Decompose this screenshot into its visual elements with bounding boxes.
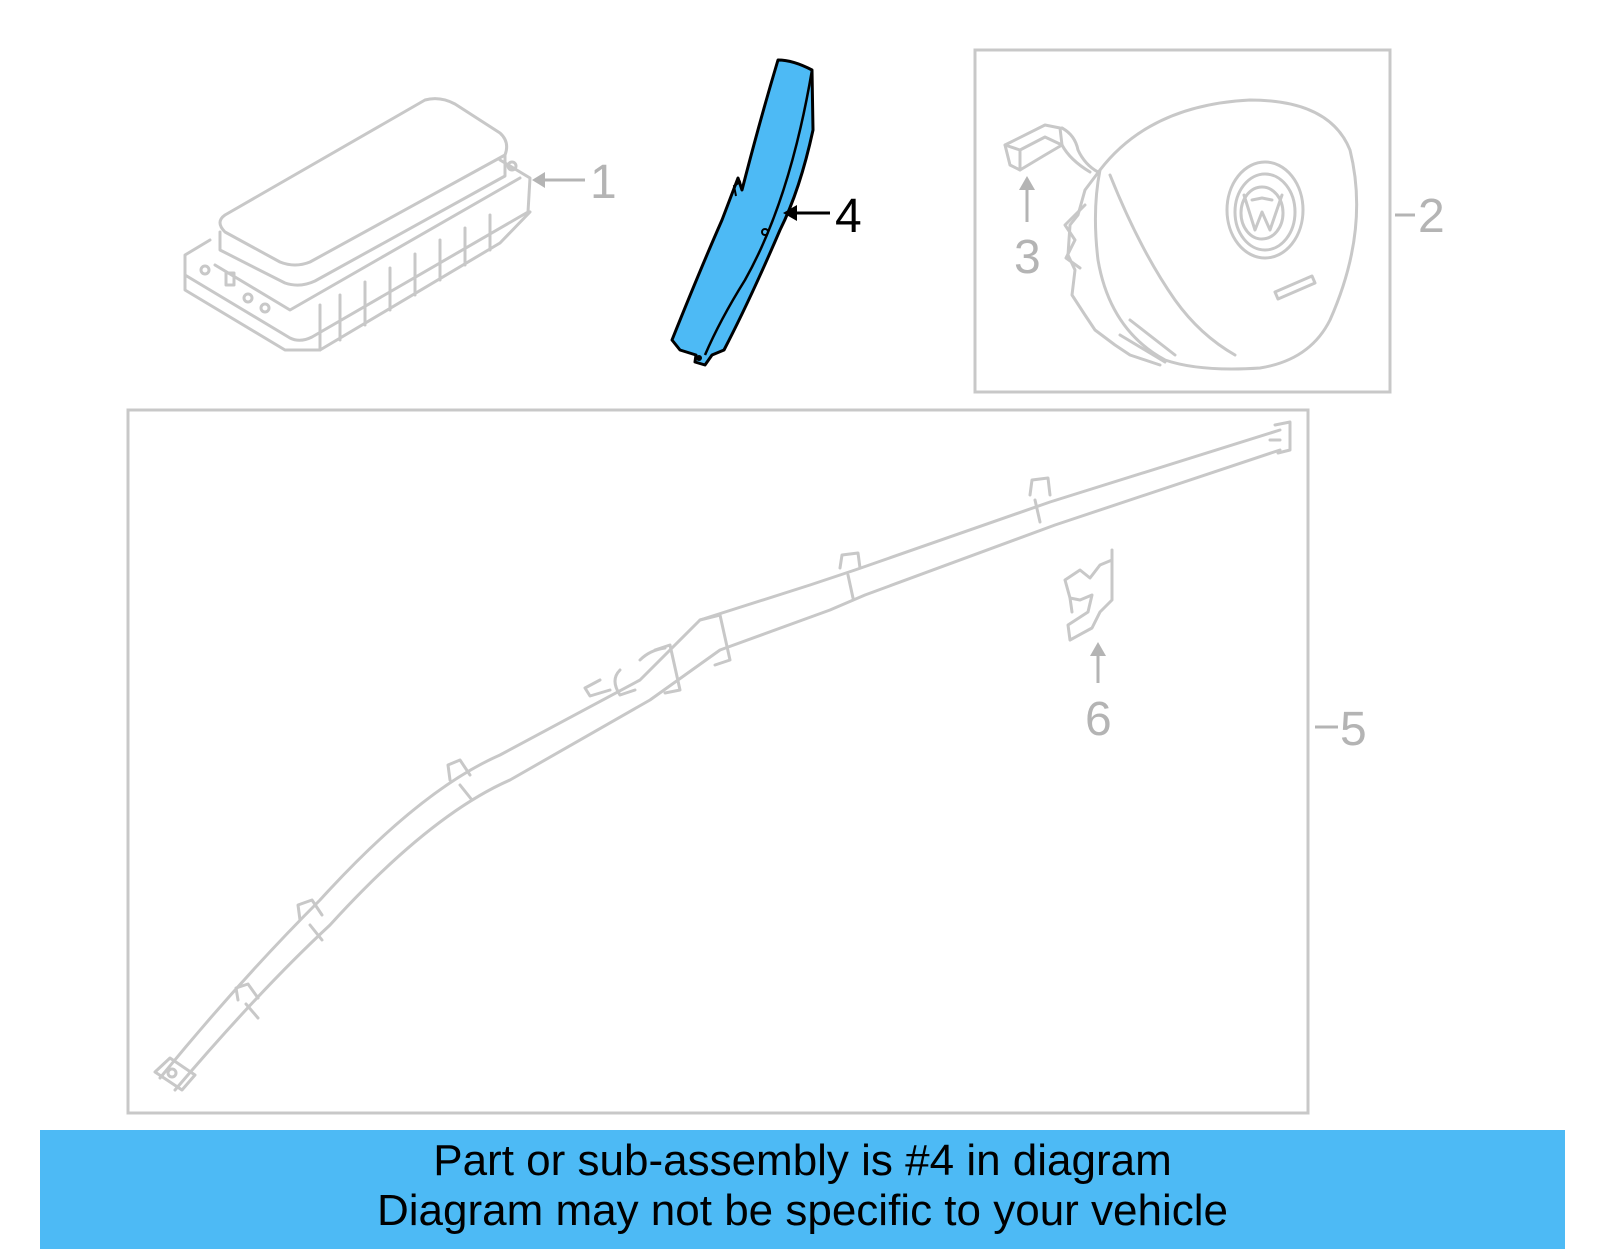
callout-3-label: 3 <box>1014 231 1041 284</box>
footer-line-1: Part or sub-assembly is #4 in diagram <box>433 1136 1172 1185</box>
callout-3: 3 <box>1014 176 1041 284</box>
part-5-box <box>126 408 1310 1115</box>
callout-2-label: 2 <box>1418 190 1445 243</box>
callout-6-label: 6 <box>1085 693 1112 746</box>
footer-banner: Part or sub-assembly is #4 in diagram Di… <box>40 1130 1565 1249</box>
callout-1-label: 1 <box>590 156 617 209</box>
part-2-driver-airbag[interactable] <box>1003 98 1359 371</box>
part-4-highlighted-airbag[interactable] <box>670 58 815 367</box>
part-5-curtain-airbag[interactable] <box>153 420 1292 1092</box>
part-2-box <box>973 48 1392 394</box>
callout-2: 2 <box>1395 190 1445 243</box>
callout-4-label: 4 <box>835 190 862 243</box>
footer-line-2: Diagram may not be specific to your vehi… <box>376 1186 1229 1235</box>
callout-5: 5 <box>1315 703 1367 756</box>
callout-6: 6 <box>1085 642 1112 746</box>
part-1-passenger-airbag[interactable] <box>183 97 532 352</box>
callout-4: 4 <box>783 190 862 243</box>
callout-5-label: 5 <box>1340 703 1367 756</box>
callout-1: 1 <box>532 156 617 209</box>
